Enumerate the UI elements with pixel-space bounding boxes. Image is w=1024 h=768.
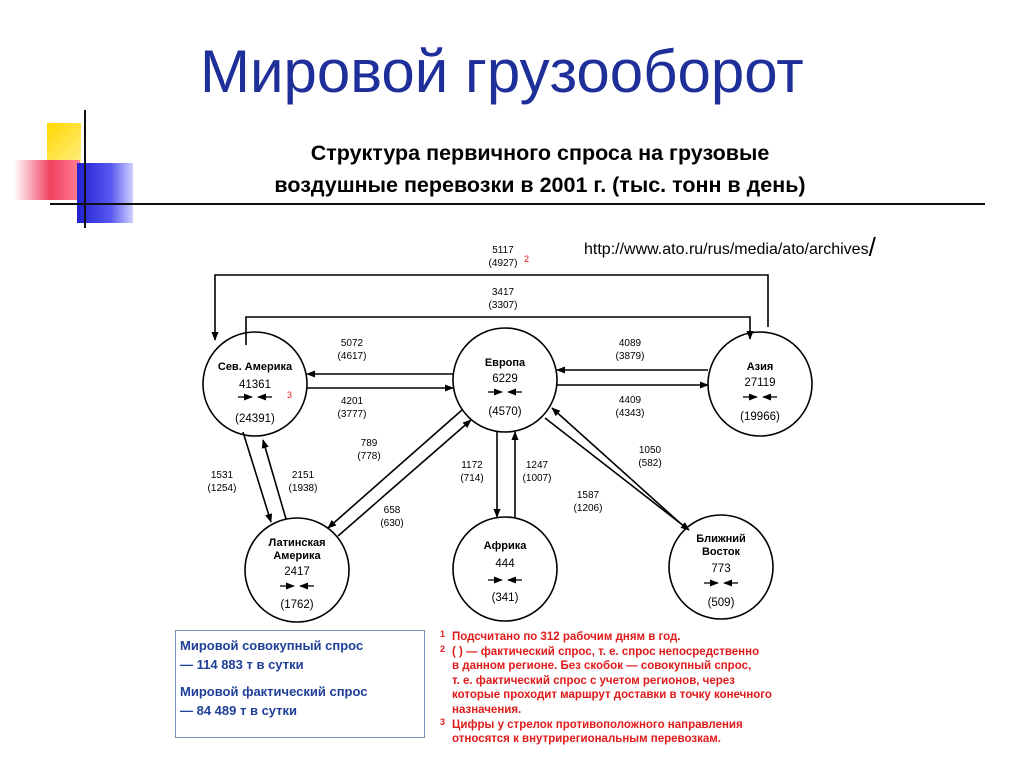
- footnote-2-line-3: т. е. фактический спрос с учетом регионо…: [452, 674, 735, 687]
- aggregate-demand-label: Мировой совокупный спрос: [180, 638, 364, 653]
- flow-total-north-america-to-latin-america: 1531: [211, 470, 234, 481]
- region-total-africa: 444: [495, 558, 515, 570]
- source-url-slash: /: [868, 232, 876, 262]
- region-name-asia: Азия: [747, 361, 774, 373]
- aggregate-demand: Мировой совокупный спрос — 114 883 т в су…: [180, 636, 420, 674]
- flow-actual-europe-to-middle-east: (1206): [574, 503, 603, 514]
- world-demand-summary: Мировой совокупный спрос — 114 883 т в су…: [175, 630, 425, 738]
- subtitle-line-1: Структура первичного спроса на грузовые: [310, 141, 770, 165]
- flow-total-asia-to-europe: 4089: [619, 338, 642, 349]
- flow-actual-europe-to-north-america: (4617): [338, 351, 367, 362]
- slide-title: Мировой грузооборот: [200, 38, 804, 105]
- node-circle-africa: [452, 516, 558, 622]
- flow-total-europe-to-middle-east: 1587: [577, 490, 600, 501]
- region-total-europe: 6229: [492, 373, 518, 385]
- flow-total-asia-to-north-america: 5117: [492, 245, 514, 256]
- node-circle-latin-america: [244, 517, 350, 623]
- arrow-middle-east-to-europe: [551, 407, 681, 524]
- footnote-3-line-1: Цифры у стрелок противоположного направл…: [452, 718, 743, 731]
- footnote-2: 2 ( ) — фактический спрос, т. е. спрос н…: [440, 643, 850, 718]
- node-circle-europe: [452, 327, 558, 433]
- footnote-ref-2: 2: [524, 254, 529, 264]
- flow-actual-latin-america-to-europe: (630): [380, 518, 403, 529]
- flow-actual-europe-to-latin-america: (778): [357, 451, 380, 462]
- arrow-north-america-to-latin-america: [242, 431, 273, 523]
- flow-total-africa-to-europe: 1247: [526, 460, 549, 471]
- region-actual-africa: (341): [492, 592, 519, 604]
- region-actual-latin-america: (1762): [280, 599, 313, 611]
- flow-total-europe-to-asia: 4409: [619, 395, 642, 406]
- decor-vertical-line: [84, 110, 86, 228]
- footnote-2-number: 2: [440, 643, 446, 654]
- region-name-africa: Африка: [484, 540, 528, 552]
- arrow-north-america-to-asia: [245, 316, 754, 345]
- footnote-3-line-2: относятся к внутрирегиональным перевозка…: [452, 733, 721, 746]
- actual-demand: Мировой фактический спрос — 84 489 т в су…: [180, 682, 420, 720]
- footnote-2-line-5: назначения.: [452, 703, 522, 716]
- footnote-ref-3: 3: [287, 390, 292, 400]
- flow-total-latin-america-to-europe: 658: [384, 505, 401, 516]
- footnotes: 1 Подсчитано по 312 рабочим дням в год. …: [440, 629, 850, 747]
- footnote-3-number: 3: [440, 716, 446, 727]
- decor-red-bar: [14, 160, 80, 200]
- flow-actual-north-america-to-latin-america: (1254): [208, 483, 237, 494]
- flow-actual-africa-to-europe: (1007): [523, 473, 552, 484]
- flow-actual-north-america-to-asia: (3307): [489, 300, 518, 311]
- flow-actual-asia-to-europe: (3879): [616, 351, 645, 362]
- footnote-2-line-1: ( ) — фактический спрос, т. е. спрос неп…: [452, 645, 760, 658]
- region-actual-north-america: (24391): [235, 413, 275, 425]
- flow-total-north-america-to-europe: 4201: [341, 396, 364, 407]
- flow-actual-asia-to-north-america: (4927): [489, 258, 518, 269]
- flow-actual-north-america-to-europe: (3777): [338, 409, 367, 420]
- arrow-latin-america-to-north-america: [261, 439, 287, 520]
- region-actual-europe: (4570): [488, 406, 521, 418]
- actual-demand-value: — 84 489 т в сутки: [180, 703, 298, 718]
- flow-total-middle-east-to-europe: 1050: [639, 445, 662, 456]
- flow-actual-latin-america-to-north-america: (1938): [289, 483, 318, 494]
- arrow-latin-america-to-europe: [337, 419, 472, 537]
- flow-actual-middle-east-to-europe: (582): [638, 458, 661, 469]
- region-total-asia: 27119: [744, 377, 775, 389]
- flow-total-north-america-to-asia: 3417: [492, 287, 515, 298]
- footnote-2-line-4: которые проходит маршрут доставки в точк…: [452, 689, 772, 702]
- footnote-1: 1 Подсчитано по 312 рабочим дням в год.: [440, 629, 850, 645]
- footnote-2-line-2: в данном регионе. Без скобок — совокупны…: [452, 660, 752, 673]
- aggregate-demand-value: — 114 883 т в сутки: [180, 657, 304, 672]
- region-total-middle-east: 773: [711, 563, 730, 575]
- region-name-latin-america-line-2: Америка: [273, 550, 321, 562]
- decor-blue-square: [77, 163, 133, 223]
- title-underline: [50, 203, 985, 205]
- flow-total-latin-america-to-north-america: 2151: [292, 470, 315, 481]
- actual-demand-label: Мировой фактический спрос: [180, 684, 368, 699]
- region-name-latin-america-line-1: Латинская: [268, 537, 325, 549]
- source-url-text: http://www.ato.ru/rus/media/ato/archives: [584, 241, 869, 258]
- region-name-north-america: Сев. Америка: [218, 361, 293, 373]
- region-actual-middle-east: (509): [708, 597, 735, 609]
- flow-actual-europe-to-africa: (714): [460, 473, 483, 484]
- region-name-middle-east-line-2: Восток: [702, 546, 741, 558]
- flow-total-europe-to-north-america: 5072: [341, 338, 364, 349]
- footnote-1-number: 1: [440, 629, 446, 639]
- node-circle-middle-east: [668, 514, 774, 620]
- flow-total-europe-to-africa: 1172: [461, 460, 483, 471]
- footnote-3: 3 Цифры у стрелок противоположного напра…: [440, 716, 850, 747]
- flow-total-europe-to-latin-america: 789: [361, 438, 378, 449]
- source-link[interactable]: http://www.ato.ru/rus/media/ato/archives…: [584, 232, 876, 263]
- footnote-1-line-1: Подсчитано по 312 рабочим дням в год.: [452, 631, 681, 643]
- decor-yellow-square: [47, 123, 81, 163]
- arrow-asia-to-north-america: [211, 274, 769, 341]
- flow-actual-europe-to-asia: (4343): [616, 408, 645, 419]
- region-total-latin-america: 2417: [284, 566, 310, 578]
- region-total-north-america: 41361: [239, 379, 271, 391]
- subtitle-line-2: воздушные перевозки в 2001 г. (тыс. тонн…: [274, 173, 806, 197]
- region-name-middle-east-line-1: Ближний: [696, 533, 746, 545]
- node-circle-north-america: [202, 331, 308, 437]
- slide-subtitle: Структура первичного спроса на грузовые …: [130, 137, 950, 201]
- arrow-europe-to-middle-east: [544, 417, 690, 531]
- region-actual-asia: (19966): [740, 411, 780, 423]
- region-name-europe: Европа: [485, 357, 526, 369]
- arrow-europe-to-latin-america: [327, 409, 463, 529]
